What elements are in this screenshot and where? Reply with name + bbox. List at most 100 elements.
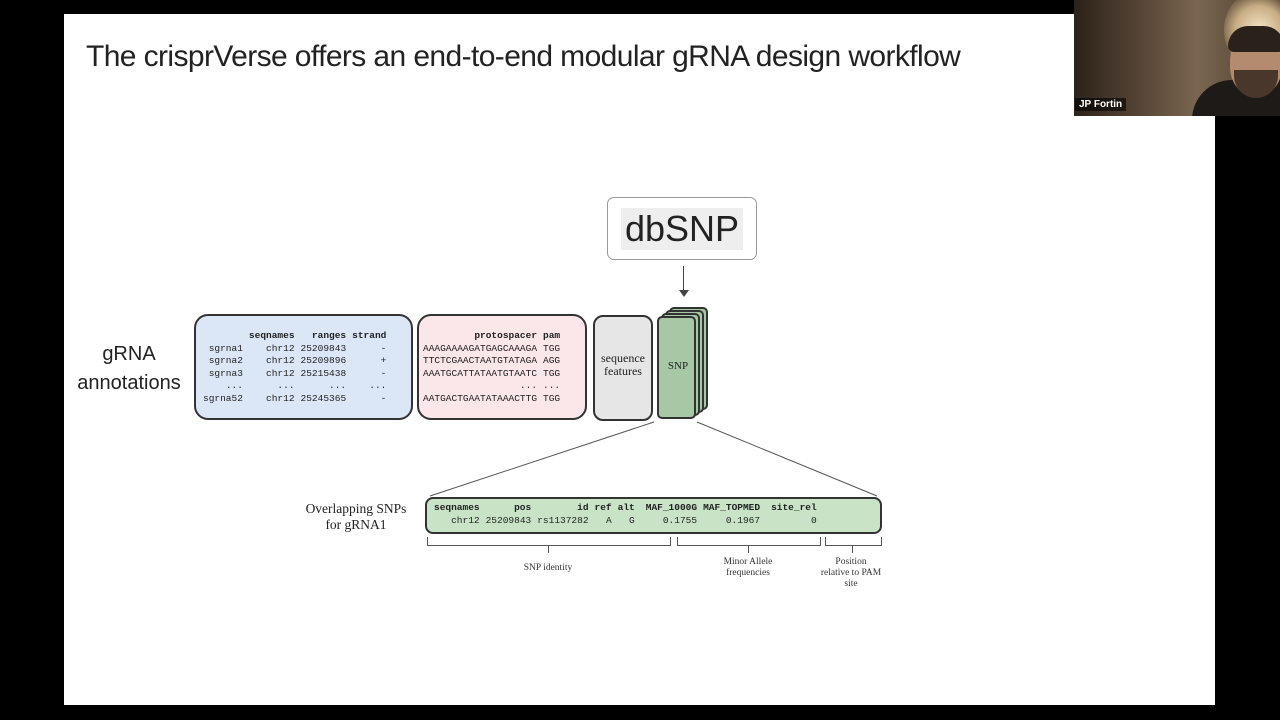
column-header: strand [352, 330, 387, 341]
column-header: pam [543, 330, 561, 341]
table-cell: ... [543, 380, 561, 391]
column-header: MAF_1000G [645, 502, 698, 513]
table-cell: 25209896 [300, 355, 347, 366]
table-row: AATGACTGAATATAAACTTG TGG [420, 393, 563, 406]
column-header: seqnames [248, 330, 295, 341]
overlapping-snps-label: Overlapping SNPs for gRNA1 [297, 501, 415, 533]
brace-label-position-line1: Position [835, 557, 867, 567]
grna-ranges-table: seqnames ranges strand sgrna1 chr12 2520… [200, 330, 389, 405]
table-cell: sgrna2 [208, 355, 243, 366]
grna-annotations-label: gRNA annotations [70, 340, 188, 398]
table-row: AAAGAAAAGATGAGCAAAGA TGG [420, 343, 563, 356]
column-header: ranges [311, 330, 347, 341]
table-cell: chr12 [451, 514, 480, 526]
table-cell: chr12 [266, 392, 295, 404]
protospacer-table: protospacer pam AAAGAAAAGATGAGCAAAGA TGG… [420, 330, 563, 405]
table-cell: ... [369, 380, 387, 391]
protospacer-box: protospacer pam AAAGAAAAGATGAGCAAAGA TGG… [417, 314, 587, 420]
column-header: seqnames [434, 502, 480, 513]
table-cell: TGG [543, 367, 561, 379]
table-cell: 25209843 [485, 514, 532, 526]
table-header-row: seqnames ranges strand [200, 330, 389, 343]
brace-tick [548, 545, 549, 553]
participant-video[interactable] [1074, 0, 1280, 116]
table-cell: G [629, 514, 635, 526]
column-header: pos [514, 502, 532, 513]
brace-label-maf-line1: Minor Allele [723, 557, 773, 567]
table-cell: rs1137282 [537, 514, 589, 526]
dbsnp-label: dbSNP [620, 207, 744, 250]
table-cell: 25245365 [300, 392, 347, 404]
table-cell: - [380, 342, 387, 354]
brace-label-snp-identity: SNP identity [523, 563, 573, 573]
brace-label-position: Position relative to PAM site [803, 557, 899, 590]
table-cell: chr12 [266, 342, 295, 354]
table-cell: chr12 [266, 367, 295, 379]
table-header-row: seqnames pos id ref alt MAF_1000G MAF_TO… [431, 502, 820, 515]
sequence-features-line2: features [604, 364, 642, 378]
table-cell: 25215438 [300, 367, 347, 379]
brace-tick [748, 545, 749, 553]
zoom-line-right [696, 421, 878, 497]
table-cell: TGG [543, 392, 561, 404]
table-cell: 0.1755 [662, 514, 698, 526]
column-header: MAF_TOPMED [703, 502, 761, 513]
participant-name: JP Fortin [1075, 98, 1127, 111]
table-cell: chr12 [266, 355, 295, 366]
table-cell: ... [519, 380, 538, 391]
table-cell: AGG [543, 355, 561, 366]
table-cell: 0 [810, 514, 817, 526]
grna-annotations-line2: annotations [77, 372, 181, 394]
table-cell: ... [277, 380, 295, 391]
column-header: site_rel [771, 502, 817, 513]
table-cell: A [605, 514, 612, 526]
sequence-features-box [593, 315, 653, 421]
table-row: TTCTCGAACTAATGTATAGA AGG [420, 355, 563, 368]
snp-table-box: seqnames pos id ref alt MAF_1000G MAF_TO… [425, 497, 882, 534]
table-row: sgrna1 chr12 25209843 - [200, 343, 389, 356]
person-hair [1228, 26, 1280, 52]
brace-maf [677, 537, 821, 546]
grna-annotations-line1: gRNA [102, 343, 156, 365]
table-cell: sgrna1 [208, 342, 243, 354]
grna-ranges-box: seqnames ranges strand sgrna1 chr12 2520… [194, 314, 413, 420]
table-cell: - [380, 367, 387, 379]
snp-card-front [657, 316, 696, 419]
table-cell: + [380, 355, 387, 366]
table-row: ... ... [420, 380, 563, 393]
column-header: alt [617, 502, 635, 513]
zoom-line-left [429, 421, 655, 497]
table-header-row: protospacer pam [420, 330, 563, 343]
table-row: AAATGCATTATAATGTAATC TGG [420, 368, 563, 381]
overlapping-snps-line1: Overlapping SNPs [305, 501, 407, 516]
sequence-features-line1: sequence [601, 351, 645, 365]
overlapping-snps-line2: for gRNA1 [325, 517, 387, 532]
brace-label-maf-line2: frequencies [726, 568, 770, 578]
table-cell: TGG [543, 342, 561, 354]
sequence-features-label: sequence features [595, 352, 651, 378]
snp-table: seqnames pos id ref alt MAF_1000G MAF_TO… [431, 502, 820, 527]
brace-position [825, 537, 882, 546]
brace-label-maf: Minor Allele frequencies [698, 557, 798, 579]
table-cell: - [380, 392, 387, 404]
brace-label-position-line2: relative to PAM [820, 568, 882, 578]
table-row: chr12 25209843 rs1137282 A G 0.1755 0.19… [431, 515, 820, 528]
slide-title: The crisprVerse offers an end-to-end mod… [86, 40, 961, 73]
column-header: ref [594, 502, 612, 513]
table-cell: 0.1967 [725, 514, 761, 526]
table-cell: AAATGCATTATAATGTAATC [423, 367, 538, 379]
table-cell: ... [329, 380, 347, 391]
dbsnp-arrow-head-icon [679, 290, 689, 297]
dbsnp-box: dbSNP [607, 197, 757, 260]
table-row: sgrna2 chr12 25209896 + [200, 355, 389, 368]
brace-tick [852, 545, 853, 553]
table-cell: AAAGAAAAGATGAGCAAAGA [423, 342, 538, 354]
table-cell: sgrna52 [203, 392, 243, 404]
table-cell: TTCTCGAACTAATGTATAGA [423, 355, 538, 366]
table-cell: ... [225, 380, 243, 391]
column-header: protospacer [474, 330, 538, 341]
brace-snp-identity [427, 537, 671, 546]
brace-label-position-line3: site [844, 579, 858, 589]
table-cell: AATGACTGAATATAAACTTG [423, 392, 538, 404]
